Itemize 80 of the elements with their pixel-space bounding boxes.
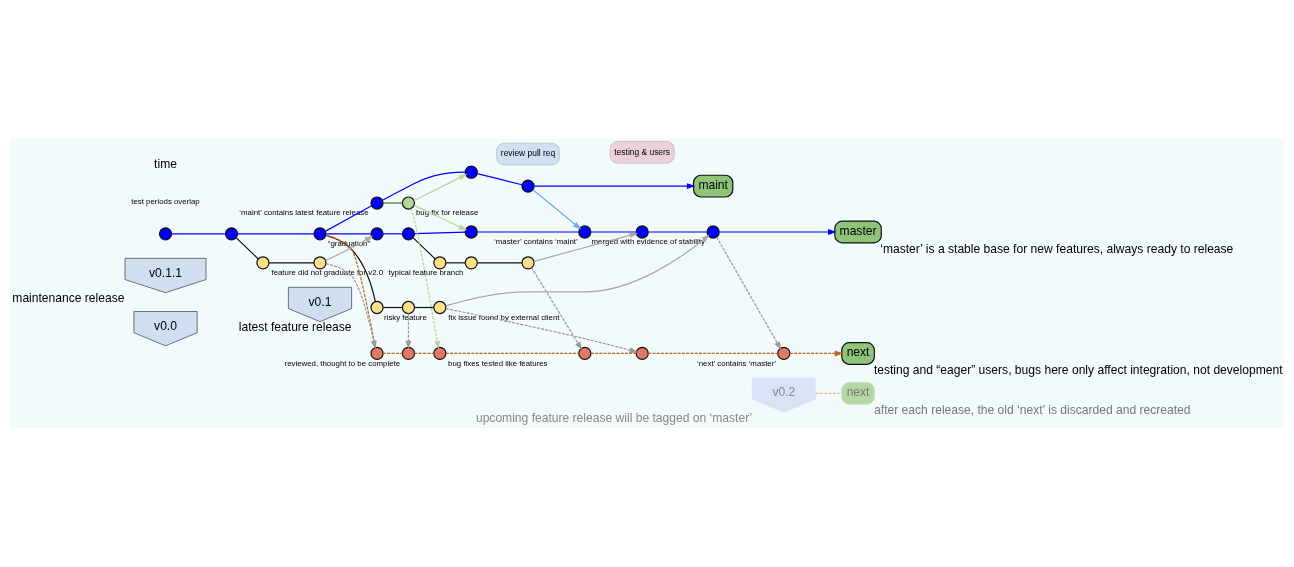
connector [381,171,466,201]
node-circle [401,300,416,315]
connector [815,392,843,394]
node-box: maint [692,174,734,198]
arrow [716,236,782,350]
node-label: latest feature release [238,320,352,335]
arrow [532,189,582,230]
connector [325,234,376,349]
node-circle [158,227,173,241]
node-circle [706,225,720,239]
arrow [413,173,468,202]
label: time [154,156,177,171]
node-circle [401,227,416,241]
node-label: ‘master’ is a stable base for new features, always ready to release [880,241,1234,256]
connector [382,233,403,235]
node-circle [433,256,447,270]
node-label: after each release, the old ‘next’ is discarded and recreated [874,402,1191,417]
node-circle [521,179,535,193]
arrow [533,232,639,262]
arrow [718,229,837,235]
node-label: testing and “eager” users, bugs here only affect integration, not development [873,362,1283,377]
node-box: review pull req [496,142,560,166]
node-circle [578,346,592,361]
connector [414,352,435,355]
connector [445,352,580,355]
connector [647,352,779,355]
arrow [789,350,844,357]
node-circle [433,300,447,315]
connector [413,231,466,235]
node-circle [313,256,327,270]
connector [445,262,466,264]
node-circle [370,346,384,361]
connector [476,172,523,186]
node-circle [635,225,649,239]
node-circle [370,300,384,315]
node-circle [635,346,649,361]
connector [590,231,637,233]
node-circle [370,227,384,241]
connector [268,262,315,264]
node-circle [521,256,535,270]
node-box: testing & users [609,141,675,164]
arrow [325,263,377,350]
arrow [410,208,441,350]
connector [590,352,637,355]
connector [412,237,436,260]
connector [414,306,435,309]
connector [237,233,315,235]
arrow [405,313,412,350]
arrow [533,183,696,190]
node-circle [464,165,478,179]
connector [325,233,372,235]
node-circle [464,256,478,270]
connector [647,231,708,233]
connector [382,202,403,204]
node-circle [464,225,478,239]
connector [382,306,403,309]
node-circle [313,227,327,241]
arrow [445,234,710,307]
node-box: next [841,341,875,365]
connector [325,234,376,303]
connector [235,237,259,260]
node-label: upcoming feature release will be tagged on ‘master’ [475,410,753,425]
node-circle [777,346,791,361]
node-circle [401,346,416,361]
node-circle [401,196,416,210]
node-box: master [834,220,882,244]
connector [476,231,580,233]
connector [171,233,227,235]
node-circle [256,256,270,270]
node-circle [578,225,592,239]
node-circle [370,196,384,210]
node-circle [224,227,239,241]
arrow [445,308,639,354]
connector [476,262,523,264]
arrow [531,267,583,351]
connector [382,352,403,355]
arrow [413,204,468,231]
node-label: maintenance release [12,291,125,306]
node-box: next [841,382,875,405]
node-circle [433,346,447,361]
